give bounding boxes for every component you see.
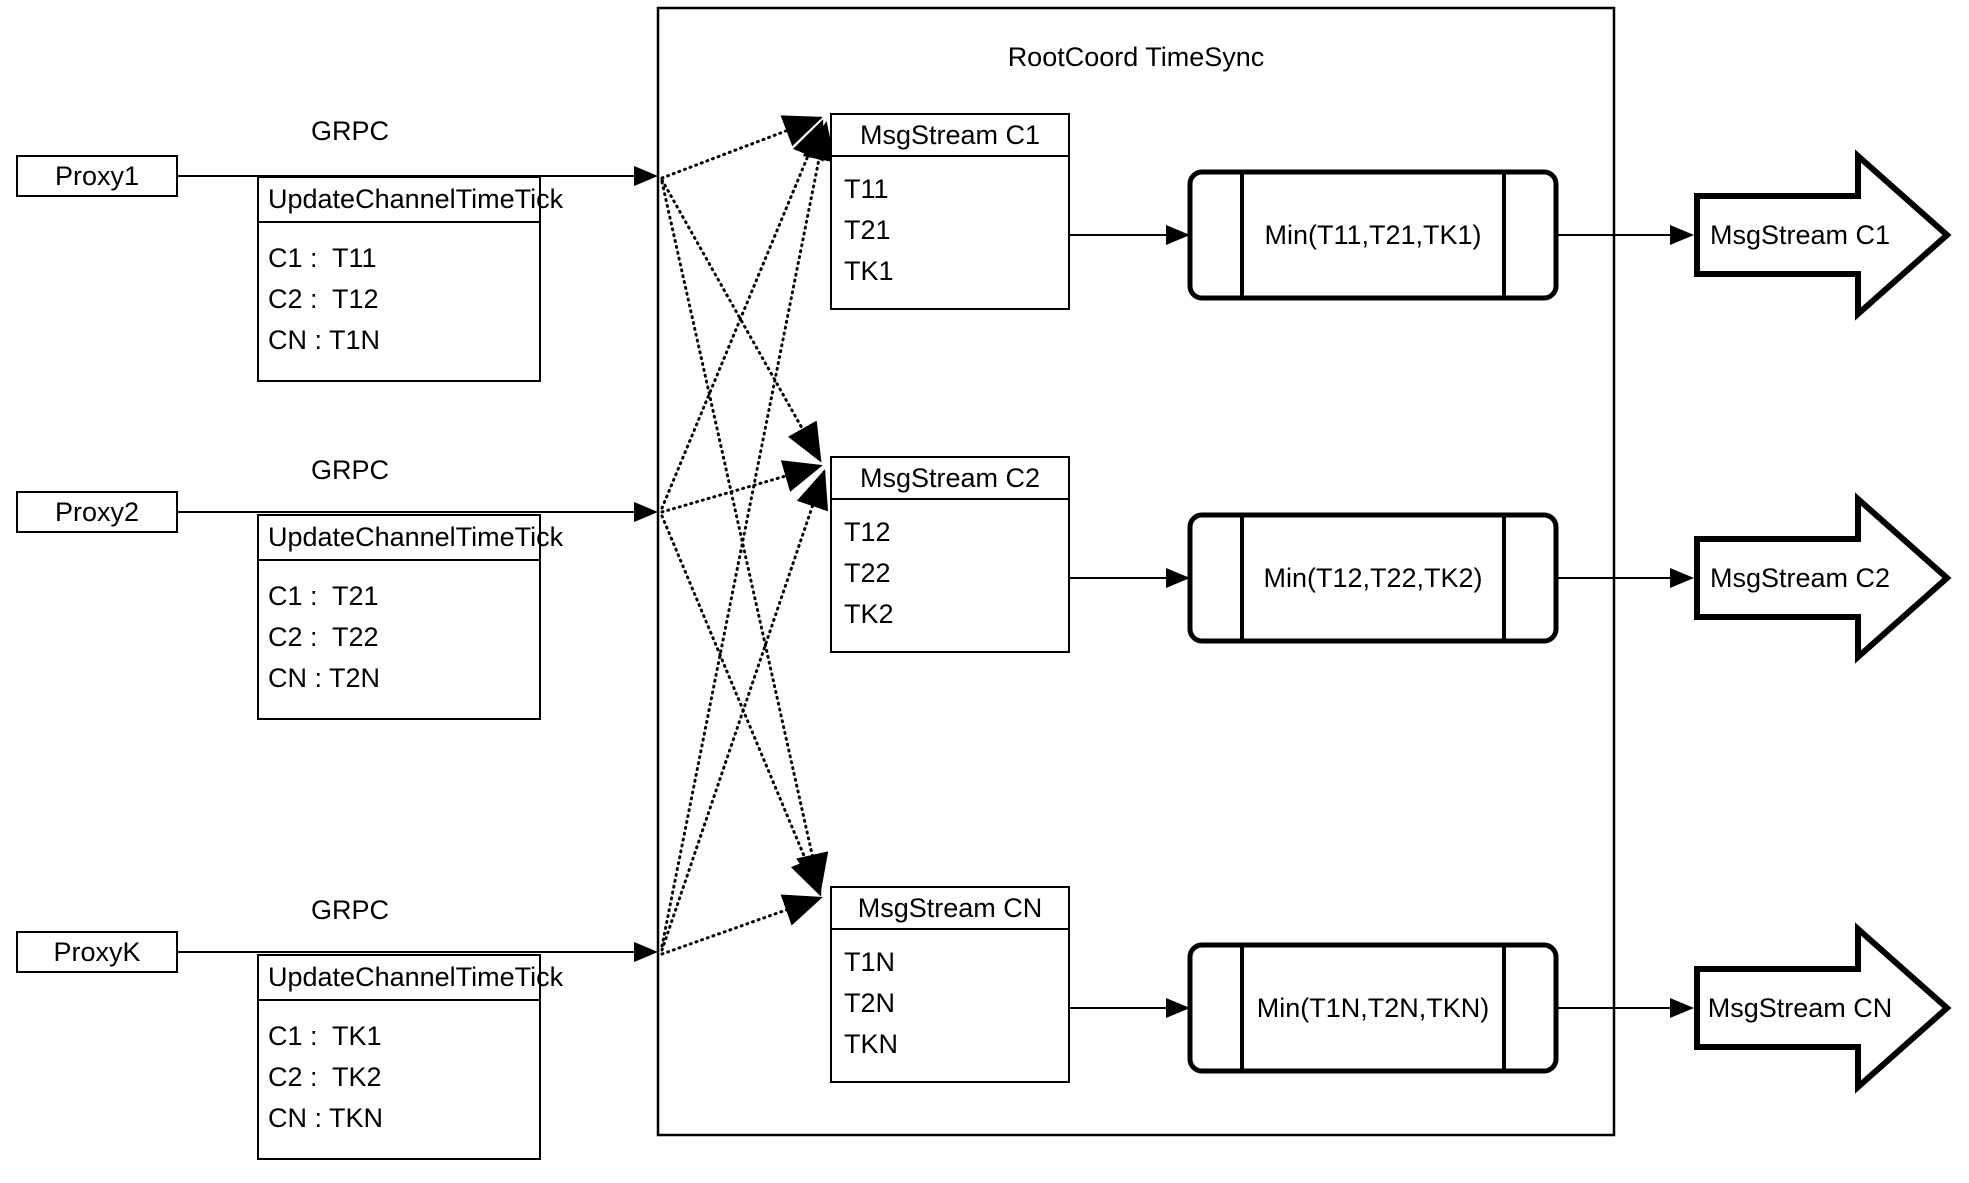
timetick-row: C1 : T21 bbox=[268, 581, 379, 611]
msgstream-row: TK1 bbox=[844, 256, 894, 286]
proxy-label-2: Proxy2 bbox=[54, 496, 140, 527]
output-msgstream-3[interactable]: MsgStream CN bbox=[1700, 969, 1900, 1047]
min-label-2: Min(T12,T22,TK2) bbox=[1263, 562, 1483, 593]
mesh-edge-2-1 bbox=[660, 119, 824, 510]
msgstream-rows-1: T11 T21 TK1 bbox=[832, 157, 1068, 308]
min-label-3: Min(T1N,T2N,TKN) bbox=[1256, 992, 1490, 1023]
msgstream-row: T21 bbox=[844, 215, 891, 245]
proxy-box-1[interactable]: Proxy1 bbox=[16, 155, 178, 197]
msgstream-title-3: MsgStream CN bbox=[832, 888, 1068, 930]
mesh-edge-2-3 bbox=[660, 514, 822, 897]
msgstream-row: T11 bbox=[844, 174, 889, 204]
grpc-label-1: GRPC bbox=[310, 116, 389, 146]
proxy-box-3[interactable]: ProxyK bbox=[16, 931, 178, 973]
update-channel-timetick-title-3: UpdateChannelTimeTick bbox=[259, 956, 563, 1001]
timetick-mesh bbox=[660, 115, 836, 956]
mesh-edge-1-1 bbox=[660, 115, 823, 180]
update-channel-timetick-rows-1: C1 : T11 C2 : T12 CN : T1N bbox=[259, 223, 539, 380]
proxy-box-2[interactable]: Proxy2 bbox=[16, 491, 178, 533]
timetick-row: C1 : TK1 bbox=[268, 1021, 382, 1051]
timetick-row: CN : T2N bbox=[268, 663, 381, 693]
output-label-1: MsgStream C1 bbox=[1709, 219, 1891, 250]
update-channel-timetick-title-1: UpdateChannelTimeTick bbox=[259, 178, 563, 223]
msgstream-box-3[interactable]: MsgStream CN T1N T2N TKN bbox=[830, 886, 1070, 1083]
update-channel-timetick-title-2: UpdateChannelTimeTick bbox=[259, 516, 563, 561]
msgstream-row: TK2 bbox=[844, 599, 894, 629]
container-title: RootCoord TimeSync bbox=[1007, 42, 1265, 72]
output-msgstream-1[interactable]: MsgStream C1 bbox=[1700, 196, 1900, 274]
min-box-1[interactable]: Min(T11,T21,TK1) bbox=[1242, 172, 1504, 298]
grpc-label-2: GRPC bbox=[310, 455, 389, 485]
msgstream-rows-2: T12 T22 TK2 bbox=[832, 500, 1068, 651]
msgstream-box-2[interactable]: MsgStream C2 T12 T22 TK2 bbox=[830, 456, 1070, 653]
msgstream-title-1: MsgStream C1 bbox=[832, 115, 1068, 157]
timetick-row: CN : TKN bbox=[268, 1103, 384, 1133]
msgstream-row: T22 bbox=[844, 558, 891, 588]
proxy-label-3: ProxyK bbox=[53, 936, 141, 967]
msgstream-row: T12 bbox=[844, 517, 891, 547]
grpc-label-3: GRPC bbox=[310, 895, 389, 925]
timetick-row: C2 : TK2 bbox=[268, 1062, 382, 1092]
msgstream-rows-3: T1N T2N TKN bbox=[832, 930, 1068, 1081]
mesh-edge-3-3 bbox=[660, 894, 823, 956]
mesh-edge-1-3 bbox=[660, 180, 829, 893]
msgstream-row: T1N bbox=[844, 947, 896, 977]
timetick-row: C1 : T11 bbox=[268, 243, 377, 273]
timetick-row: CN : T1N bbox=[268, 325, 381, 355]
update-channel-timetick-rows-3: C1 : TK1 C2 : TK2 CN : TKN bbox=[259, 1001, 539, 1158]
output-label-3: MsgStream CN bbox=[1707, 992, 1893, 1023]
min-label-1: Min(T11,T21,TK1) bbox=[1264, 219, 1482, 250]
timetick-row: C2 : T12 bbox=[268, 284, 379, 314]
mesh-edge-1-2 bbox=[660, 178, 822, 463]
update-channel-timetick-box-2[interactable]: UpdateChannelTimeTick C1 : T21 C2 : T22 … bbox=[257, 514, 563, 720]
proxy-label-1: Proxy1 bbox=[54, 160, 140, 191]
update-channel-timetick-box-1[interactable]: UpdateChannelTimeTick C1 : T11 C2 : T12 … bbox=[257, 176, 563, 382]
msgstream-row: T2N bbox=[844, 988, 896, 1018]
mesh-edge-2-2 bbox=[660, 460, 823, 514]
msgstream-title-2: MsgStream C2 bbox=[832, 458, 1068, 500]
update-channel-timetick-rows-2: C1 : T21 C2 : T22 CN : T2N bbox=[259, 561, 539, 718]
msgstream-row: TKN bbox=[844, 1029, 898, 1059]
output-label-2: MsgStream C2 bbox=[1709, 562, 1891, 593]
mesh-edge-3-2 bbox=[660, 469, 829, 952]
min-box-3[interactable]: Min(T1N,T2N,TKN) bbox=[1242, 945, 1504, 1071]
update-channel-timetick-box-3[interactable]: UpdateChannelTimeTick C1 : TK1 C2 : TK2 … bbox=[257, 954, 563, 1160]
output-block-arrows bbox=[1694, 149, 1952, 1094]
mesh-edge-3-1 bbox=[660, 121, 836, 948]
timetick-row: C2 : T22 bbox=[268, 622, 379, 652]
output-msgstream-2[interactable]: MsgStream C2 bbox=[1700, 539, 1900, 617]
min-box-2[interactable]: Min(T12,T22,TK2) bbox=[1242, 515, 1504, 641]
msgstream-box-1[interactable]: MsgStream C1 T11 T21 TK1 bbox=[830, 113, 1070, 310]
